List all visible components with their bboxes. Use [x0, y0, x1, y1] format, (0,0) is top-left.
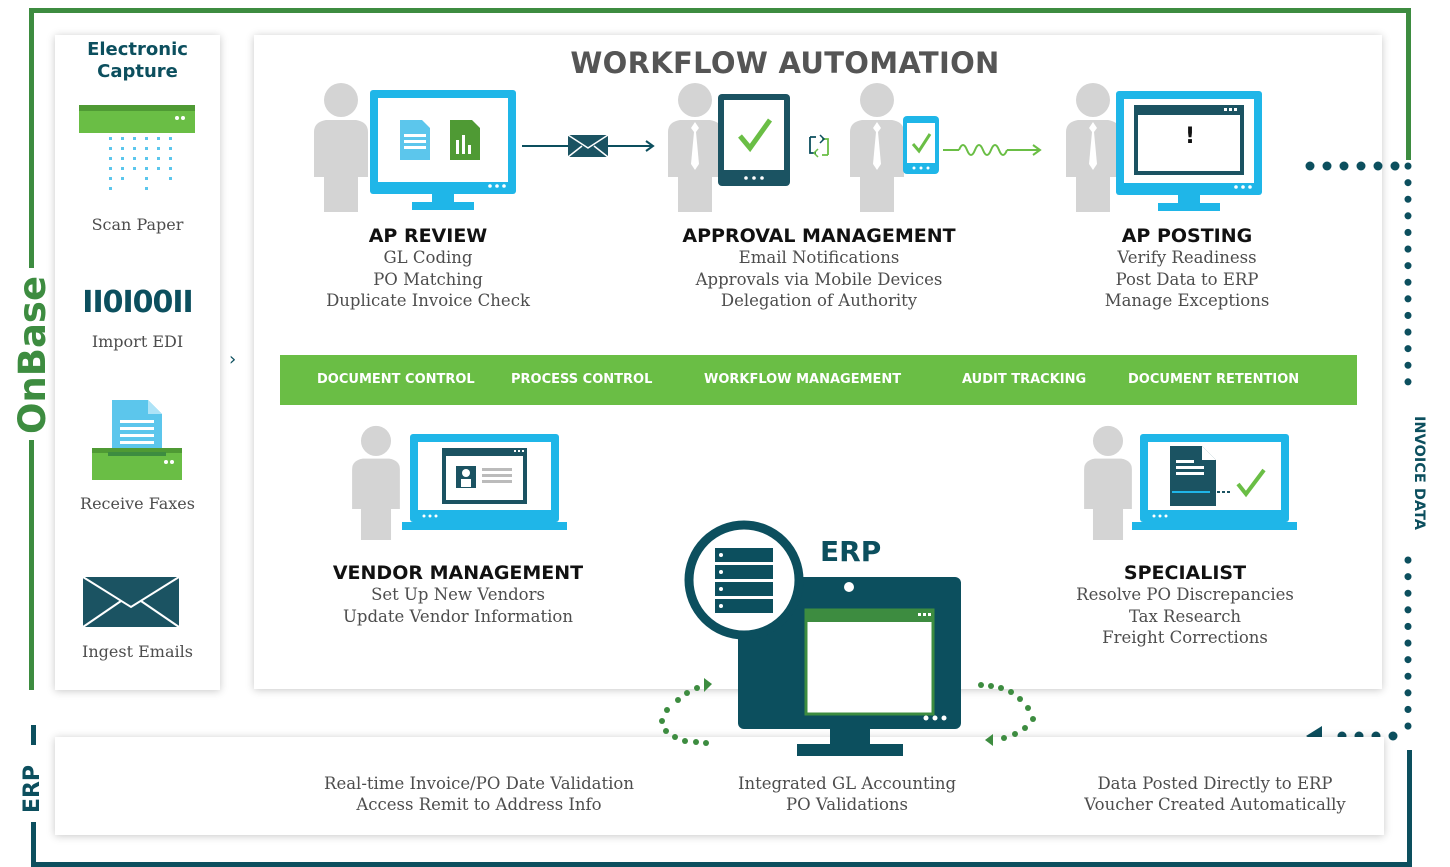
scan-paper-label: Scan Paper — [91, 215, 184, 234]
sync-icon — [809, 134, 829, 158]
vendor-person-icon — [345, 425, 407, 540]
onbase-logo: OnBase — [11, 265, 55, 445]
ap-posting-line: Verify Readiness — [1117, 248, 1257, 267]
erp-center-line: Integrated GL Accounting — [737, 774, 957, 793]
exclamation-icon: ! — [1184, 124, 1196, 149]
bar-item-process-control: PROCESS CONTROL — [511, 372, 653, 387]
erp-graphic-label: ERP — [820, 535, 882, 568]
specialist-line: Freight Corrections — [1102, 628, 1268, 647]
vendor-line: Update Vendor Information — [343, 606, 573, 626]
bar-item-document-control: DOCUMENT CONTROL — [317, 372, 475, 387]
approval-line: Approvals via Mobile Devices — [695, 269, 943, 289]
erp-center-text: Integrated GL Accounting PO Validations — [712, 773, 982, 815]
import-edi-label: Import EDI — [91, 332, 184, 351]
erp-label: ERP — [20, 764, 45, 814]
bar-item-workflow-management: WORKFLOW MANAGEMENT — [704, 372, 902, 387]
ap-posting-monitor-icon — [1116, 91, 1262, 211]
email-arrow-icon — [522, 134, 655, 158]
capture-title: Electronic Capture — [87, 39, 188, 82]
vendor-title: VENDOR MANAGEMENT — [332, 562, 584, 584]
approval-person-mobile-icon — [842, 82, 912, 212]
erp-right-text: Data Posted Directly to ERP Voucher Crea… — [1075, 773, 1355, 815]
receive-faxes-label: Receive Faxes — [80, 494, 195, 513]
erp-panel — [55, 737, 1384, 835]
invoice-data-label: INVOICE DATA — [1411, 416, 1427, 530]
ingest-emails-label: Ingest Emails — [82, 642, 193, 661]
vendor-line: Set Up New Vendors — [371, 585, 545, 604]
ap-review-person-icon — [306, 82, 376, 212]
ap-posting-section: AP POSTING Verify Readiness Post Data to… — [1082, 225, 1292, 312]
erp-left-text: Real-time Invoice/PO Date Validation Acc… — [300, 773, 658, 815]
chevron-right-icon: › — [229, 349, 237, 370]
ap-review-title: AP REVIEW — [368, 225, 488, 247]
erp-left-line: Access Remit to Address Info — [356, 795, 602, 814]
approval-line: Email Notifications — [738, 248, 900, 267]
specialist-section: SPECIALIST Resolve PO Discrepancies Tax … — [1060, 562, 1310, 649]
invoice-data-label-wrap: INVOICE DATA — [1406, 398, 1432, 548]
vendor-section: VENDOR MANAGEMENT Set Up New Vendors Upd… — [318, 562, 598, 627]
erp-center-line: PO Validations — [785, 795, 908, 814]
specialist-line: Tax Research — [1128, 606, 1242, 626]
ap-posting-line: Post Data to ERP — [1115, 269, 1259, 289]
ap-review-line: PO Matching — [373, 269, 483, 289]
vendor-laptop-icon — [402, 434, 567, 530]
envelope-icon — [82, 576, 180, 628]
specialist-line: Resolve PO Discrepancies — [1076, 585, 1294, 604]
ap-review-line: GL Coding — [383, 248, 473, 267]
fax-icon — [92, 400, 182, 480]
ap-review-section: AP REVIEW GL Coding PO Matching Duplicat… — [308, 225, 548, 312]
signal-arrow-icon — [943, 144, 1042, 156]
onbase-label: OnBase — [11, 275, 54, 435]
specialist-title: SPECIALIST — [1123, 562, 1247, 584]
ap-review-line: Duplicate Invoice Check — [326, 291, 530, 310]
specialist-person-icon — [1077, 425, 1139, 540]
erp-side-label: ERP — [16, 749, 50, 829]
approval-section: APPROVAL MANAGEMENT Email Notifications … — [664, 225, 974, 312]
tablet-check-icon — [718, 94, 790, 186]
approval-line: Delegation of Authority — [720, 291, 918, 310]
approval-title: APPROVAL MANAGEMENT — [682, 225, 956, 247]
scanner-icon — [79, 105, 195, 190]
specialist-laptop-icon — [1132, 434, 1297, 530]
erp-left-line: Real-time Invoice/PO Date Validation — [324, 774, 634, 793]
erp-right-line: Voucher Created Automatically — [1084, 795, 1346, 814]
erp-right-line: Data Posted Directly to ERP — [1097, 774, 1333, 793]
ap-posting-title: AP POSTING — [1121, 225, 1253, 247]
control-bar: DOCUMENT CONTROL PROCESS CONTROL WORKFLO… — [280, 355, 1357, 405]
erp-computer-icon — [659, 520, 1036, 756]
edi-binary-icon: II0I00II — [82, 285, 193, 320]
bar-item-audit-tracking: AUDIT TRACKING — [962, 372, 1087, 387]
ap-posting-line: Manage Exceptions — [1104, 291, 1270, 310]
electronic-capture-panel: Electronic Capture Scan Paper II0I00II I… — [55, 35, 220, 690]
ap-review-monitor-icon — [370, 90, 516, 210]
workflow-title: WORKFLOW AUTOMATION — [570, 46, 1000, 80]
mobile-check-icon — [903, 116, 939, 174]
bar-item-document-retention: DOCUMENT RETENTION — [1128, 372, 1300, 387]
